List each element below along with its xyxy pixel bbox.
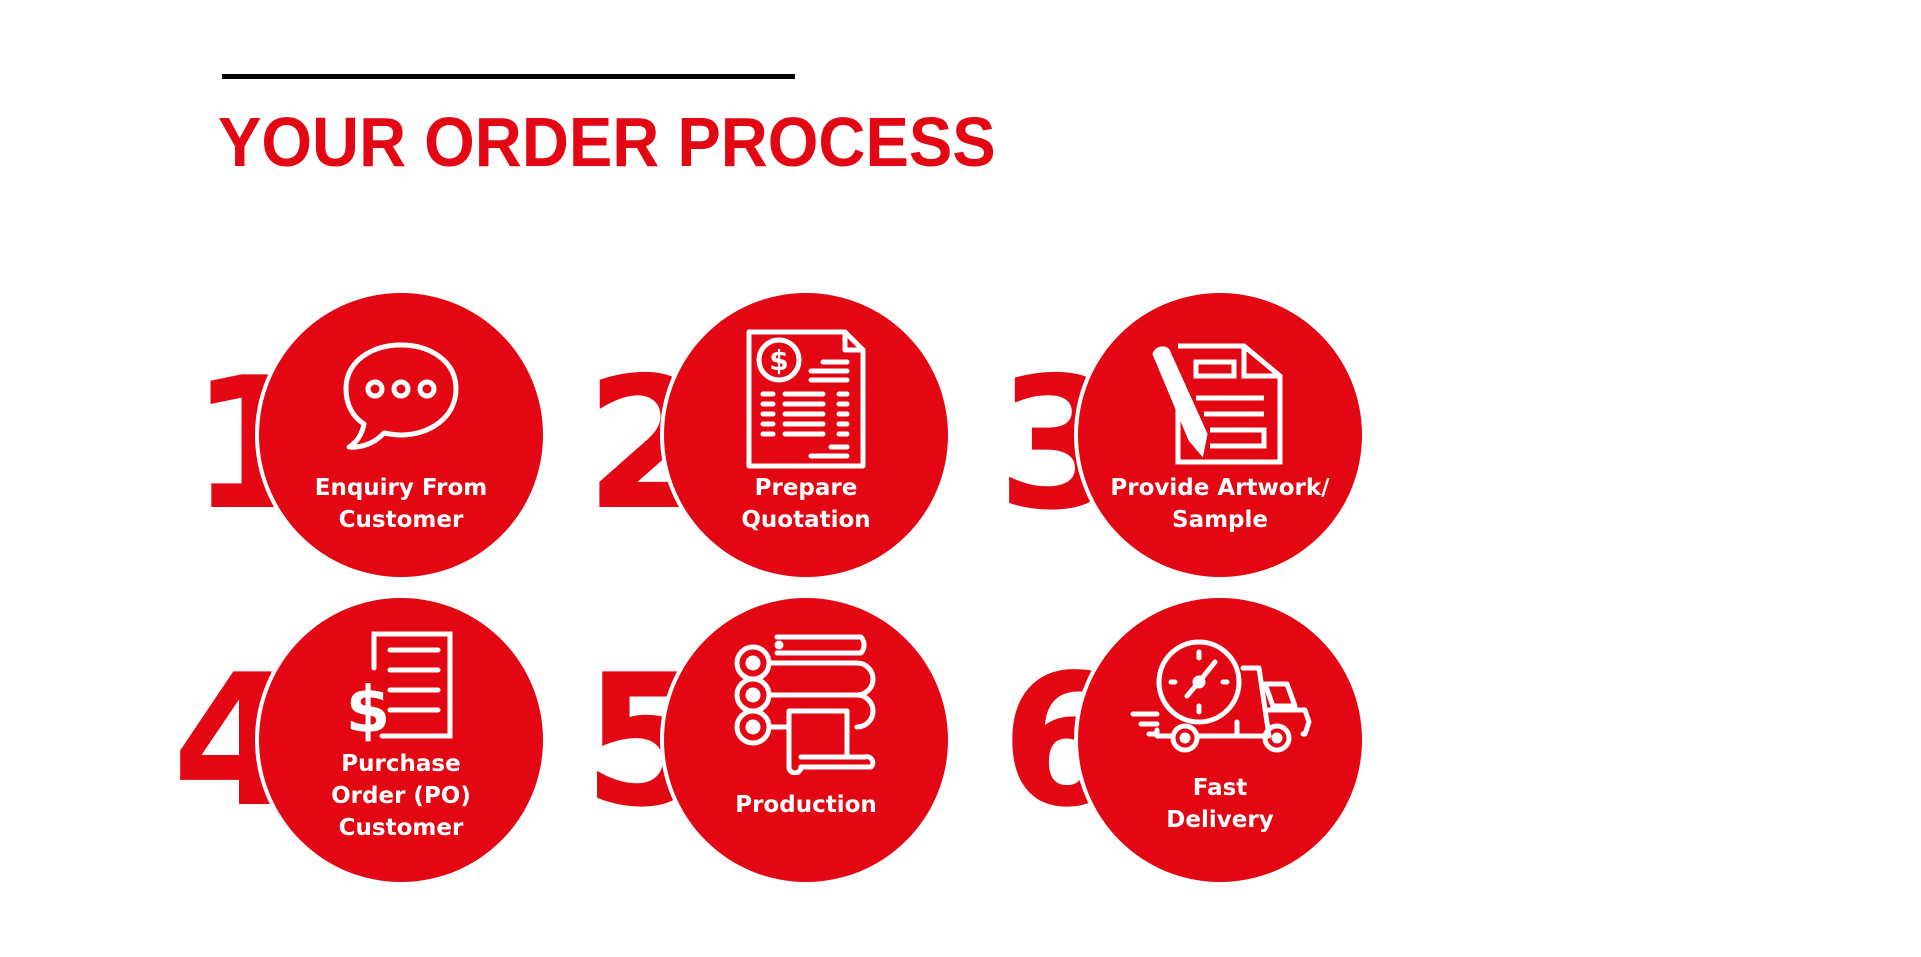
step-label: Production: [664, 789, 948, 821]
step-2: 2 $ Prepare Quotation: [575, 293, 975, 593]
purchase-order-dollar-icon: $: [346, 628, 456, 748]
chat-bubble-icon: [340, 341, 462, 453]
step-label-line: Sample: [1172, 507, 1268, 533]
step-label-line: Purchase: [341, 751, 461, 777]
quotation-document-icon: $: [745, 328, 867, 470]
step-circle: Provide Artwork/ Sample: [1078, 293, 1362, 577]
page-title: YOUR ORDER PROCESS: [218, 103, 996, 181]
header-rule: [222, 74, 795, 79]
step-4: 4 $ Purchase Order (PO) Customer: [170, 598, 570, 898]
step-label: Provide Artwork/ Sample: [1078, 472, 1362, 536]
step-label-line: Provide Artwork/: [1110, 475, 1330, 501]
step-label: Fast Delivery: [1078, 772, 1362, 836]
svg-text:$: $: [346, 674, 390, 748]
step-circle: $ Purchase Order (PO) Customer: [259, 598, 543, 882]
step-circle: Enquiry From Customer: [259, 293, 543, 577]
step-label-line: Delivery: [1166, 807, 1274, 833]
step-3: 3 Provide Artwork/ Sample: [989, 293, 1389, 593]
svg-text:$: $: [769, 344, 788, 377]
artwork-pencil-document-icon: [1148, 342, 1284, 466]
step-label-line: Prepare: [754, 475, 858, 501]
step-label-line: Customer: [338, 815, 464, 841]
step-5: 5 Production: [575, 598, 975, 898]
step-1: 1 Enquiry From Customer: [170, 293, 570, 593]
step-label: Purchase Order (PO) Customer: [259, 748, 543, 844]
step-label-line: Fast: [1192, 775, 1248, 801]
step-label: Enquiry From Customer: [259, 472, 543, 536]
step-6: 6: [989, 598, 1389, 898]
step-label: Prepare Quotation: [664, 472, 948, 536]
step-label-line: Enquiry From: [314, 475, 488, 501]
delivery-truck-clock-icon: [1127, 638, 1313, 760]
step-label-line: Order (PO): [331, 783, 471, 809]
step-circle: $ Prepare Quotation: [664, 293, 948, 577]
step-label-line: Production: [735, 792, 877, 818]
printing-rollers-icon: [733, 633, 879, 775]
step-circle: Production: [664, 598, 948, 882]
step-circle: Fast Delivery: [1078, 598, 1362, 882]
step-label-line: Quotation: [741, 507, 871, 533]
step-label-line: Customer: [338, 507, 464, 533]
